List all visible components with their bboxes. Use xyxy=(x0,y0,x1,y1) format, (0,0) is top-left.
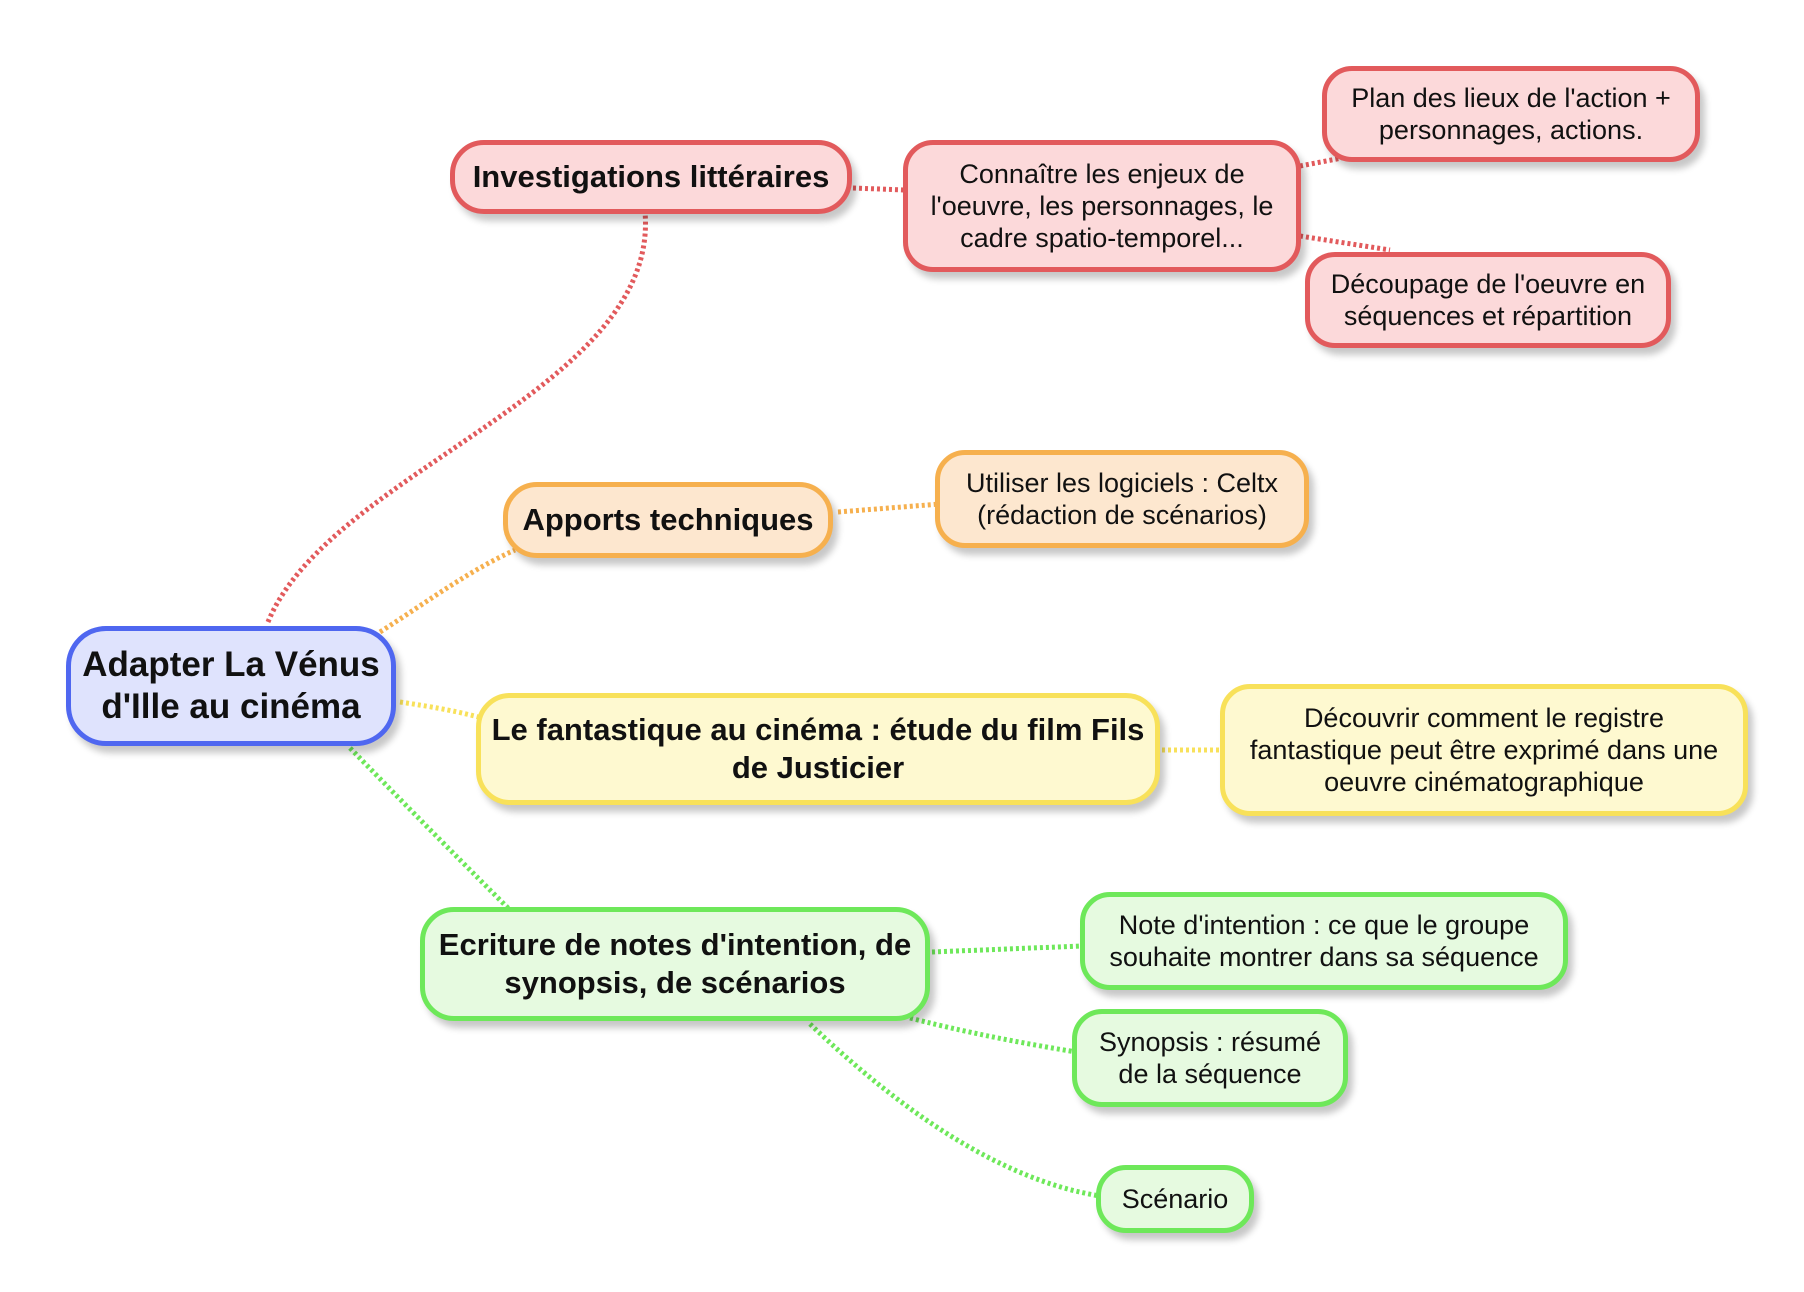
node-note[interactable]: Note d'intention : ce que le groupe souh… xyxy=(1080,892,1568,990)
node-scenario[interactable]: Scénario xyxy=(1096,1165,1254,1233)
node-synopsis[interactable]: Synopsis : résumé de la séquence xyxy=(1072,1009,1348,1107)
node-enjeux-line-2: l'oeuvre, les personnages, le xyxy=(930,191,1274,221)
node-plan-line-2: personnages, actions. xyxy=(1378,115,1644,145)
node-registre-line-1: Découvrir comment le registre xyxy=(1303,703,1665,733)
branch-apports-label: Apports techniques xyxy=(522,502,814,537)
node-decoupage[interactable]: Découpage de l'oeuvre en séquences et ré… xyxy=(1305,252,1671,348)
node-synopsis-line-1: Synopsis : résumé xyxy=(1098,1027,1322,1057)
connector-investigations-enjeux xyxy=(852,185,906,193)
node-note-line-2: souhaite montrer dans sa séquence xyxy=(1109,942,1539,972)
branch-fantastique-line-1: Le fantastique au cinéma : étude du film… xyxy=(491,712,1145,747)
node-note-line-1: Note d'intention : ce que le groupe xyxy=(1118,910,1530,940)
node-decoupage-line-1: Découpage de l'oeuvre en xyxy=(1330,269,1646,299)
branch-fantastique-line-2: de Justicier xyxy=(731,750,905,785)
node-celtx[interactable]: Utiliser les logiciels : Celtx (rédactio… xyxy=(935,450,1309,548)
connector-apports-celtx xyxy=(837,501,941,515)
node-celtx-line-1: Utiliser les logiciels : Celtx xyxy=(965,468,1279,498)
branch-ecriture[interactable]: Ecriture de notes d'intention, de synops… xyxy=(420,907,930,1021)
node-decoupage-line-2: séquences et répartition xyxy=(1343,301,1633,331)
root-line-1: Adapter La Vénus xyxy=(82,645,380,684)
root-line-2: d'Ille au cinéma xyxy=(101,687,361,726)
connector-enjeux-decoupage xyxy=(1299,233,1391,253)
node-scenario-label: Scénario xyxy=(1121,1184,1229,1214)
node-celtx-line-2: (rédaction de scénarios) xyxy=(977,500,1267,530)
node-enjeux-line-1: Connaître les enjeux de xyxy=(959,159,1245,189)
branch-ecriture-line-1: Ecriture de notes d'intention, de xyxy=(438,927,912,962)
connector-ecriture-scenario xyxy=(808,1022,1101,1199)
connector-ecriture-synopsis xyxy=(909,1015,1077,1055)
connector-ecriture-note xyxy=(931,943,1083,955)
node-enjeux-line-3: cadre spatio-temporel... xyxy=(960,223,1244,253)
branch-investigations[interactable]: Investigations littéraires xyxy=(450,140,852,214)
node-registre-line-3: oeuvre cinématographique xyxy=(1324,767,1644,797)
node-registre-line-2: fantastique peut être exprimé dans une xyxy=(1249,735,1719,765)
branch-ecriture-line-2: synopsis, de scénarios xyxy=(504,965,846,1000)
root-node[interactable]: Adapter La Vénus d'Ille au cinéma xyxy=(66,626,396,746)
node-synopsis-line-2: de la séquence xyxy=(1118,1059,1302,1089)
connector-root-fantastique xyxy=(399,699,483,721)
branch-fantastique[interactable]: Le fantastique au cinéma : étude du film… xyxy=(476,693,1160,805)
connector-root-ecriture xyxy=(348,746,512,912)
branch-investigations-label: Investigations littéraires xyxy=(472,159,830,194)
connector-root-apports xyxy=(378,547,517,635)
connector-root-investigations xyxy=(265,211,648,623)
node-plan[interactable]: Plan des lieux de l'action + personnages… xyxy=(1322,66,1700,162)
node-plan-line-1: Plan des lieux de l'action + xyxy=(1351,83,1671,113)
node-enjeux[interactable]: Connaître les enjeux de l'oeuvre, les pe… xyxy=(903,140,1301,272)
connector-enjeux-plan xyxy=(1299,155,1343,169)
branch-apports[interactable]: Apports techniques xyxy=(503,482,833,558)
node-registre[interactable]: Découvrir comment le registre fantastiqu… xyxy=(1220,684,1748,816)
